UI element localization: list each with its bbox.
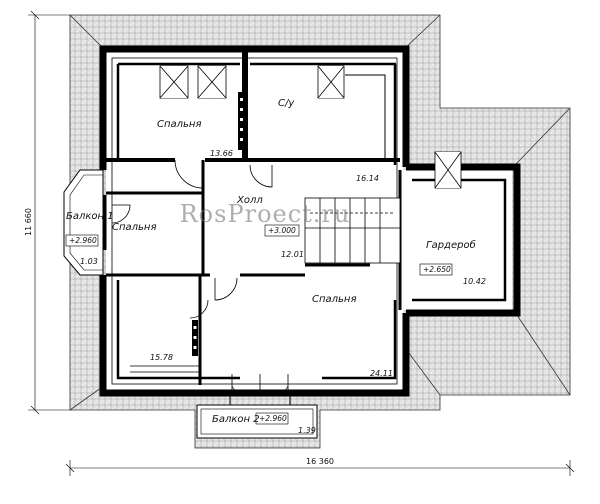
room-area-wardrobe: 10.42	[463, 277, 486, 286]
room-label-hall: Холл	[236, 195, 263, 206]
level-marker-boxes	[65, 224, 453, 425]
room-area-bedroom-left: 15.78	[150, 353, 173, 362]
room-label-balcony-1: Балкон 1	[66, 211, 114, 222]
skylights	[159, 65, 462, 189]
watermark: RosProect.ru	[180, 200, 351, 228]
stair	[304, 197, 401, 264]
room-area-balcony-2: 1.39	[298, 426, 316, 435]
room-area-bedroom-main: 24.11	[370, 369, 393, 378]
room-area-bedroom-top: 13.66	[210, 149, 233, 158]
room-label-bedroom-main: Спальня	[312, 294, 357, 305]
room-label-bedroom-left: Спальня	[112, 222, 157, 233]
room-label-bedroom-top: Спальня	[157, 119, 202, 130]
level-mark-hall: +3.000	[268, 226, 296, 235]
room-area-balcony-1: 1.03	[80, 257, 98, 266]
dimension-height: 11 660	[24, 208, 33, 236]
balcony-1	[63, 169, 104, 276]
dimension-lines	[28, 10, 575, 476]
room-label-bathroom: С/у	[278, 98, 295, 109]
level-mark-balcony-2: +2.960	[259, 414, 287, 423]
dimension-width: 16 360	[306, 457, 334, 466]
room-label-wardrobe: Гардероб	[426, 239, 476, 251]
room-area-hall: 12.01	[281, 250, 304, 259]
room-area-bathroom: 16.14	[356, 174, 379, 183]
level-mark-wardrobe: +2.650	[423, 265, 451, 274]
room-label-balcony-2: Балкон 2	[212, 414, 260, 425]
level-mark-balcony-1: +2.960	[69, 236, 97, 245]
